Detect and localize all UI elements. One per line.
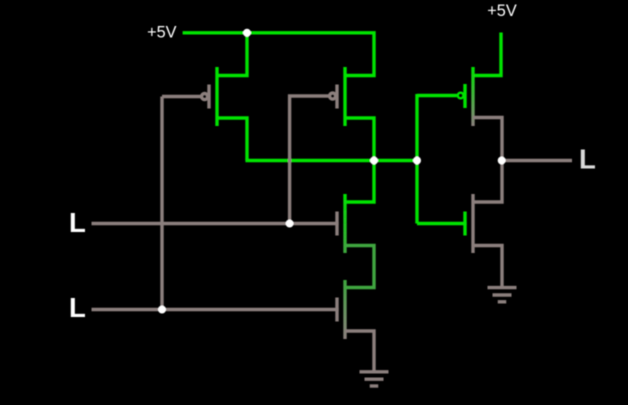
svg-text:+5V: +5V bbox=[147, 24, 177, 42]
svg-text:L: L bbox=[579, 144, 596, 175]
svg-text:L: L bbox=[69, 292, 86, 323]
svg-text:+5V: +5V bbox=[487, 2, 517, 20]
svg-text:L: L bbox=[69, 207, 86, 238]
